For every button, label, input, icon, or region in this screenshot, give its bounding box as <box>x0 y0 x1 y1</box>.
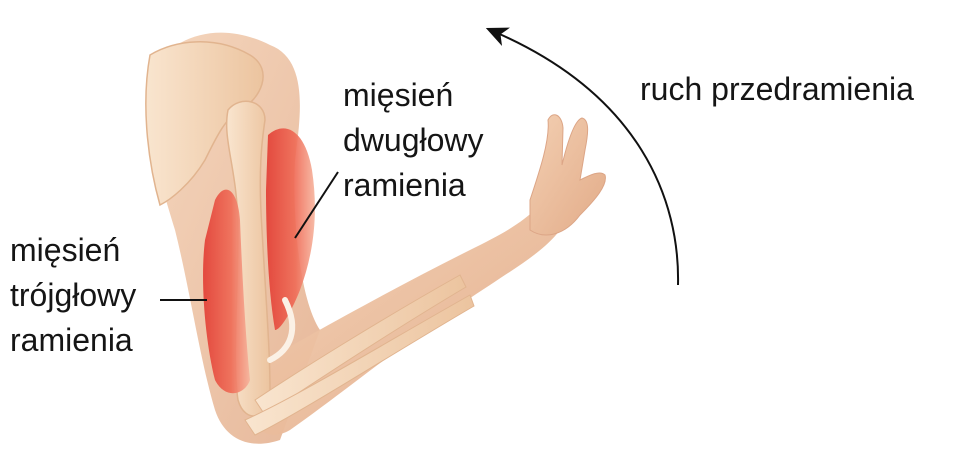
hand <box>530 115 605 235</box>
forearm-motion-label: ruch przedramienia <box>640 67 914 112</box>
biceps-label: mięsień dwugłowy ramienia <box>343 73 484 208</box>
biceps-label-line3: ramienia <box>343 163 484 208</box>
biceps-label-line1: mięsień <box>343 73 484 118</box>
triceps-label-line3: ramienia <box>10 318 136 363</box>
triceps-label-line1: mięsień <box>10 228 136 273</box>
triceps-label: mięsień trójgłowy ramienia <box>10 228 136 363</box>
biceps-muscle <box>266 128 315 330</box>
biceps-label-line2: dwugłowy <box>343 118 484 163</box>
triceps-label-line2: trójgłowy <box>10 273 136 318</box>
